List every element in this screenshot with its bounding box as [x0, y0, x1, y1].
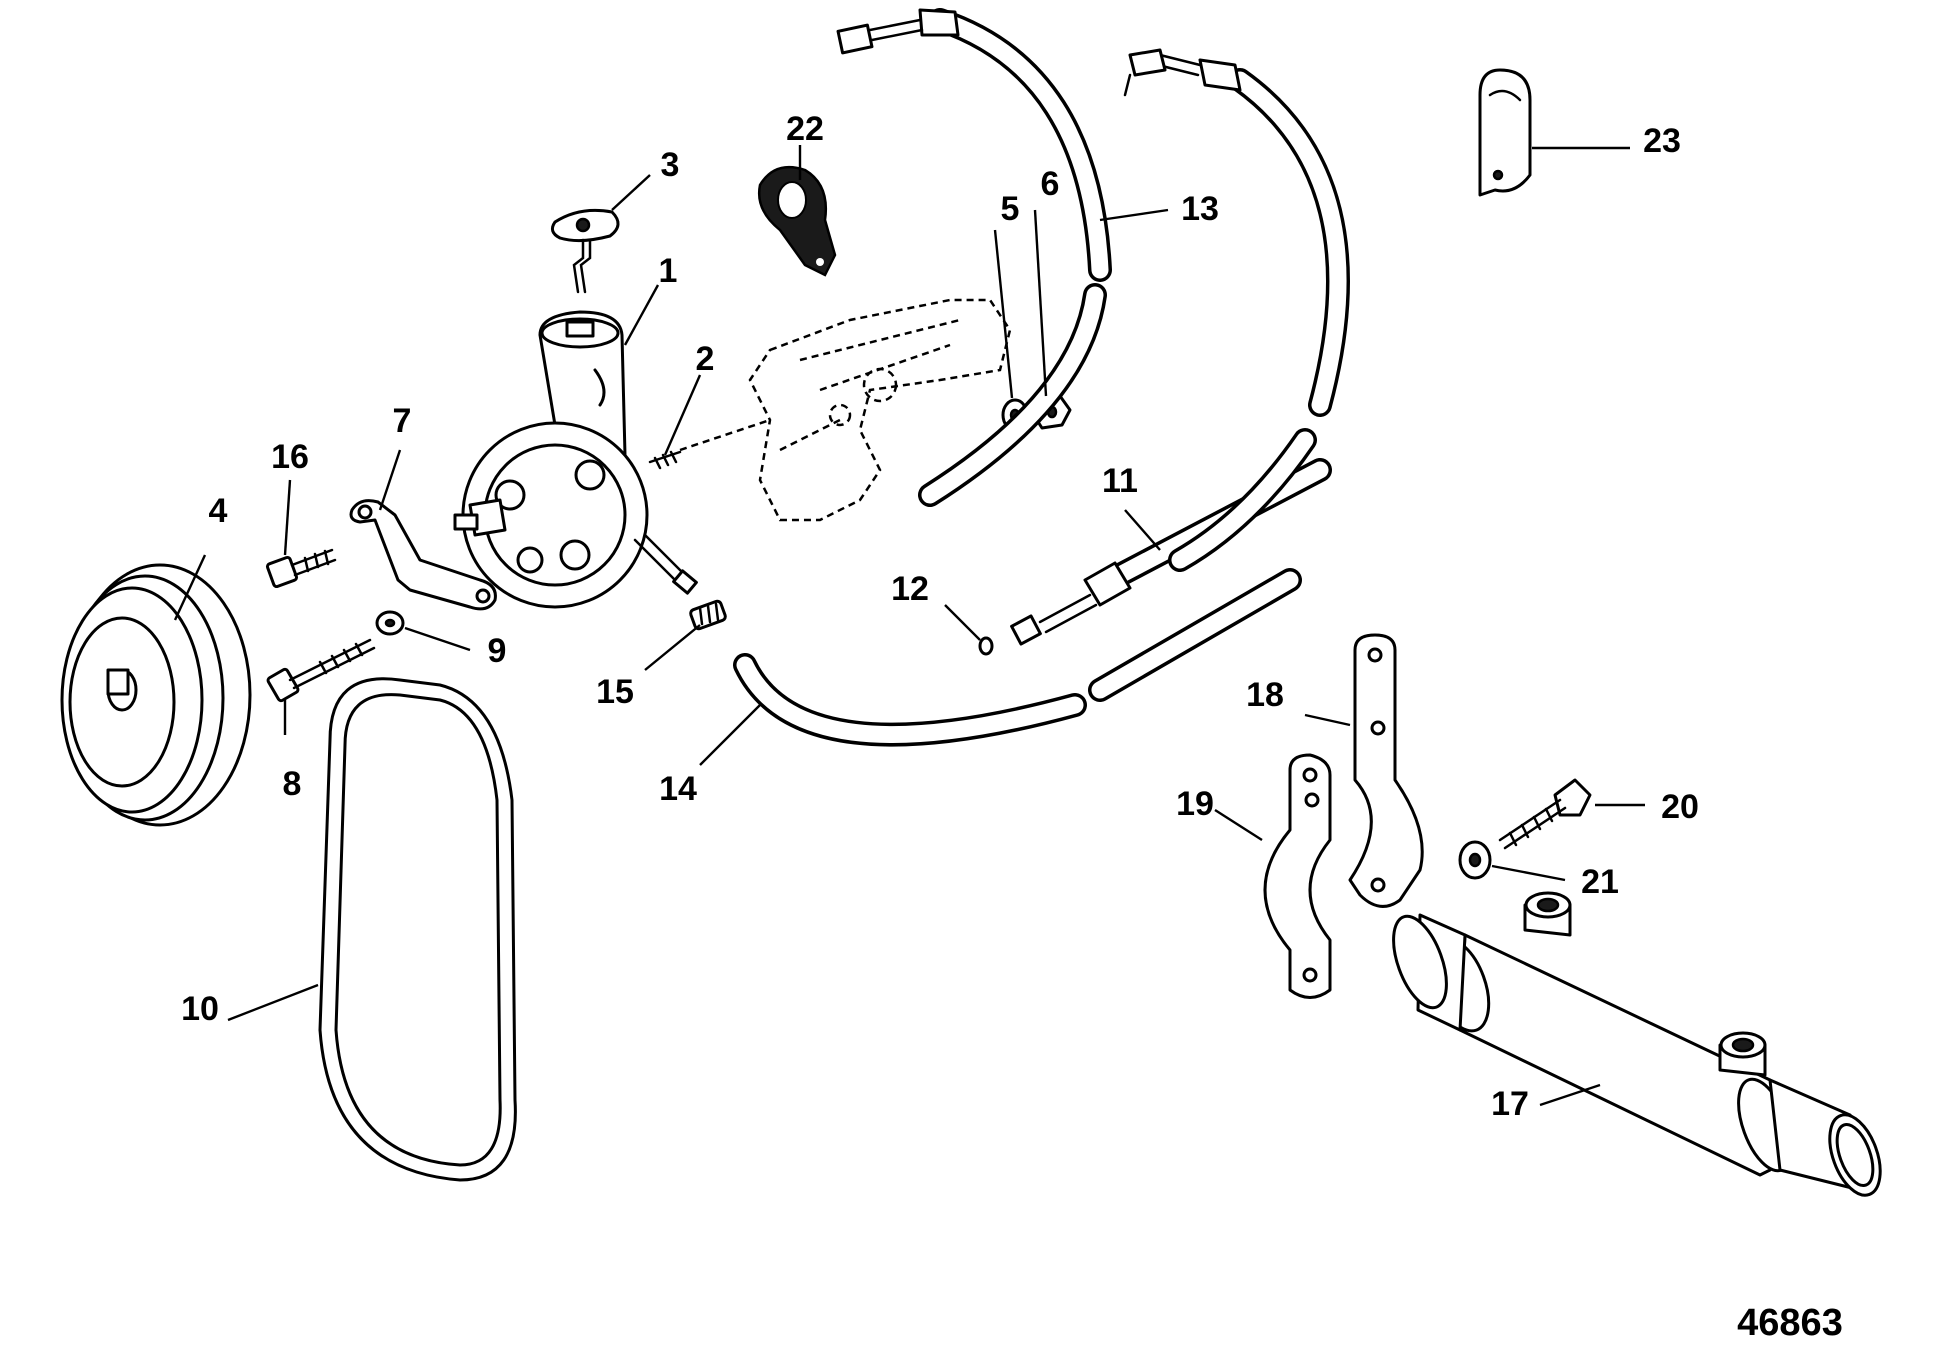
- callout-1: 1: [659, 252, 678, 290]
- power-steering-cooler: [1392, 891, 1882, 1197]
- callout-23: 23: [1643, 122, 1681, 160]
- bolt-long: [266, 638, 376, 703]
- filler-cap: [550, 208, 620, 294]
- callout-3: 3: [661, 146, 680, 184]
- callout-6: 6: [1041, 165, 1060, 203]
- callout-7: 7: [393, 402, 412, 440]
- hose-fitting-small: [689, 599, 727, 631]
- callout-5: 5: [1001, 190, 1020, 228]
- callout-11: 11: [1102, 462, 1138, 500]
- callout-21: 21: [1581, 863, 1619, 901]
- callout-17: 17: [1491, 1085, 1529, 1123]
- bolt-short: [265, 548, 337, 589]
- callout-4: 4: [209, 492, 228, 530]
- drive-belt: [318, 677, 517, 1182]
- callout-19: 19: [1176, 785, 1214, 823]
- pulley: [60, 563, 252, 827]
- brace: [349, 499, 497, 611]
- callout-14: 14: [659, 770, 697, 808]
- hose-assembly-upper: [836, 8, 1350, 572]
- clamp-lower: [1263, 753, 1332, 999]
- clamp-upper: [1348, 633, 1424, 908]
- mounting-stud: [648, 418, 771, 470]
- lock-washer: [1458, 840, 1492, 880]
- hose-clamp: [757, 165, 837, 277]
- callout-9: 9: [488, 632, 507, 670]
- washer-small: [375, 610, 405, 636]
- return-hose-lower: [733, 568, 1302, 747]
- p-clip: [1478, 68, 1532, 197]
- callout-13: 13: [1181, 190, 1219, 228]
- callout-20: 20: [1661, 788, 1699, 826]
- callout-labels: 1 2 3 4 5 6 7 8 9 10 11 12 13 14 15 16 1…: [181, 110, 1843, 1344]
- callout-22: 22: [786, 110, 824, 148]
- callout-15: 15: [596, 673, 634, 711]
- callout-8: 8: [283, 765, 302, 803]
- callout-12: 12: [891, 570, 929, 608]
- power-steering-pump: [453, 310, 698, 609]
- o-ring: [978, 636, 994, 656]
- leader-lines: [173, 145, 1645, 1107]
- callout-2: 2: [696, 340, 715, 378]
- clamp-screw: [1498, 778, 1592, 850]
- mounting-bracket-outline: [748, 298, 1012, 522]
- figure-number: 46863: [1737, 1302, 1843, 1344]
- callout-10: 10: [181, 990, 219, 1028]
- callout-18: 18: [1246, 676, 1284, 714]
- callout-16: 16: [271, 438, 309, 476]
